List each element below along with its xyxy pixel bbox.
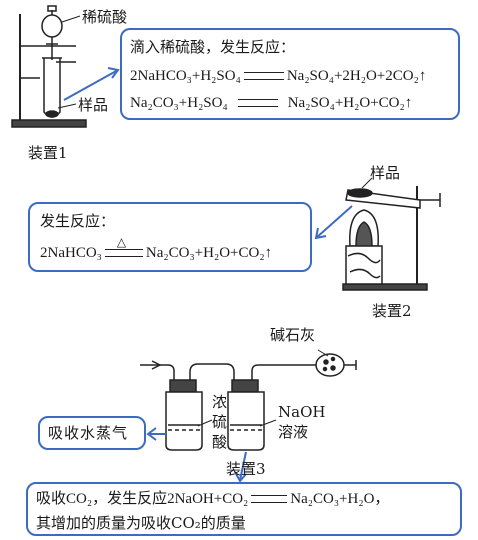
absorb-water-text: 吸收水蒸气 [48,424,129,442]
naoh-solution-label: NaOH 溶液 [278,402,325,442]
absorb-water-box: 吸收水蒸气 [38,416,146,450]
reaction-box-3: 吸收CO₂，发生反应2NaOH+CO₂ Na₂CO₃+H₂O， 其增加的质量为吸收… [26,482,462,536]
conc-sulfuric-acid-char-2: 硫 [212,413,228,431]
equals-sign [237,98,278,107]
equation-3-lhs: 2NaHCO₃ [40,245,102,261]
equation-1-rhs: Na₂SO₄+2H₂O+2CO₂↑ [286,68,427,84]
reaction-box-2-title: 发生反应： [40,212,116,230]
equation-3-rhs: Na₂CO₃+H₂O+CO₂↑ [145,245,273,261]
equation-4-line: 吸收CO₂，发生反应2NaOH+CO₂ Na₂CO₃+H₂O， [36,490,389,508]
arrow-bottle1-to-box [146,427,166,441]
equation-1: 2NaHCO₃+H₂SO₄ Na₂SO₄+2H₂O+2CO₂↑ [130,67,426,85]
sample-label-2: 样品 [370,164,401,182]
equation-2-lhs: Na₂CO₃+H₂SO₄ [130,95,228,111]
naoh-label: NaOH [278,403,326,421]
apparatus3-label: 装置3 [226,460,266,478]
reaction-box-3-line2: 其增加的质量为吸收CO₂的质量 [36,514,246,532]
sample-label-1: 样品 [78,96,109,114]
apparatus3-drawing [140,353,357,451]
reaction-box-1-title: 滴入稀硫酸，发生反应： [130,38,296,56]
conc-sulfuric-acid-char-1: 浓 [212,393,228,411]
reaction-box-2: 发生反应： 2NaHCO₃ △ Na₂CO₃+H₂O+CO₂↑ [28,202,312,272]
reaction-box-1: 滴入稀硫酸，发生反应： 2NaHCO₃+H₂SO₄ Na₂SO₄+2H₂O+2CO… [120,28,460,120]
heat-condition: △ [116,234,127,249]
dilute-sulfuric-acid-label: 稀硫酸 [82,8,128,26]
equals-sign-heat: △ [104,235,143,257]
reaction-box-3-prefix: 吸收CO₂，发生反应 [36,491,168,507]
apparatus2-drawing [342,186,441,291]
apparatus1-drawing [11,5,87,128]
apparatus1-label: 装置1 [28,144,68,162]
arrow-bottle2-to-box [234,451,247,483]
apparatus2-label: 装置2 [372,302,412,320]
equals-sign [243,71,284,80]
equation-3: 2NaHCO₃ △ Na₂CO₃+H₂O+CO₂↑ [40,235,273,262]
equation-4-lhs: 2NaOH+CO₂ [167,491,249,507]
arrow-app1-to-box [63,67,120,101]
equals-sign [251,494,288,503]
conc-sulfuric-acid-char-3: 酸 [212,433,228,451]
conc-sulfuric-acid-label: 浓 硫 酸 [212,392,227,452]
equation-4-rhs: Na₂CO₃+H₂O， [290,491,390,507]
equation-1-lhs: 2NaHCO₃+H₂SO₄ [130,68,241,84]
equation-2: Na₂CO₃+H₂SO₄ Na₂SO₄+H₂O+CO₂↑ [130,94,412,112]
equation-2-rhs: Na₂SO₄+H₂O+CO₂↑ [287,95,413,111]
arrow-app2-to-box [314,205,353,240]
solution-label: 溶液 [278,423,309,441]
soda-lime-label: 碱石灰 [270,326,316,344]
